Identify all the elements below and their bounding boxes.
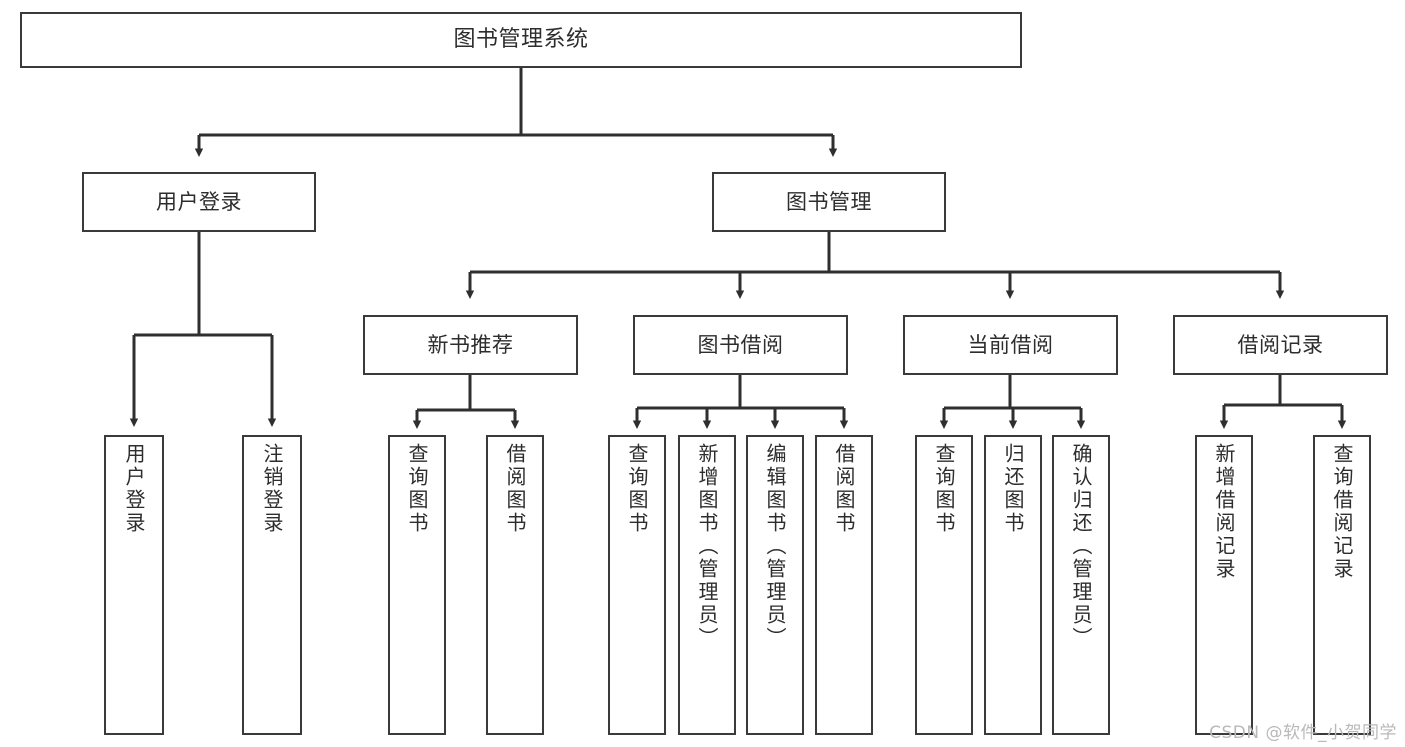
- node-leaf-confirm-return-admin[interactable]: 确认归还（管理员）: [1052, 435, 1110, 735]
- node-leaf-borrow-book[interactable]: 借阅图书: [815, 435, 873, 735]
- node-leaf-user-logout-label: 注销登录: [260, 443, 284, 535]
- node-leaf-add-book-admin[interactable]: 新增图书（管理员）: [678, 435, 736, 735]
- node-leaf-query-book-current[interactable]: 查询图书: [915, 435, 973, 735]
- node-book-borrow-label: 图书借阅: [697, 332, 784, 357]
- node-user-login[interactable]: 用户登录: [82, 172, 316, 232]
- node-borrow-record-label: 借阅记录: [1237, 332, 1324, 357]
- node-leaf-user-login-label: 用户登录: [122, 443, 146, 535]
- node-leaf-query-borrow-record-label: 查询借阅记录: [1330, 443, 1354, 581]
- node-new-book-recommend[interactable]: 新书推荐: [363, 315, 578, 375]
- node-user-login-label: 用户登录: [156, 189, 242, 214]
- node-current-borrow-label: 当前借阅: [967, 332, 1054, 357]
- node-book-management[interactable]: 图书管理: [712, 172, 946, 232]
- node-leaf-query-book[interactable]: 查询图书: [608, 435, 666, 735]
- node-root-label: 图书管理系统: [453, 27, 589, 53]
- watermark-text: CSDN @软件_小贺同学: [1209, 723, 1397, 743]
- node-leaf-query-book-label: 查询图书: [625, 443, 649, 535]
- node-leaf-user-login[interactable]: 用户登录: [104, 435, 164, 735]
- node-book-management-label: 图书管理: [786, 189, 872, 214]
- node-leaf-return-book-label: 归还图书: [1001, 443, 1025, 535]
- node-leaf-edit-book-admin[interactable]: 编辑图书（管理员）: [746, 435, 804, 735]
- node-leaf-query-book-recommend[interactable]: 查询图书: [388, 435, 446, 735]
- node-new-book-recommend-label: 新书推荐: [427, 332, 514, 357]
- node-current-borrow[interactable]: 当前借阅: [903, 315, 1118, 375]
- node-leaf-confirm-return-admin-label: 确认归还（管理员）: [1069, 443, 1093, 650]
- node-leaf-add-book-admin-label: 新增图书（管理员）: [695, 443, 719, 650]
- node-leaf-add-borrow-record[interactable]: 新增借阅记录: [1195, 435, 1253, 735]
- node-leaf-return-book[interactable]: 归还图书: [984, 435, 1042, 735]
- node-leaf-borrow-book-label: 借阅图书: [832, 443, 856, 535]
- node-leaf-query-book-current-label: 查询图书: [932, 443, 956, 535]
- node-leaf-edit-book-admin-label: 编辑图书（管理员）: [763, 443, 787, 650]
- node-leaf-query-borrow-record[interactable]: 查询借阅记录: [1313, 435, 1371, 735]
- node-leaf-borrow-book-recommend-label: 借阅图书: [503, 443, 527, 535]
- node-leaf-query-book-recommend-label: 查询图书: [405, 443, 429, 535]
- node-leaf-add-borrow-record-label: 新增借阅记录: [1212, 443, 1236, 581]
- node-root[interactable]: 图书管理系统: [20, 12, 1022, 68]
- node-leaf-user-logout[interactable]: 注销登录: [242, 435, 302, 735]
- node-book-borrow[interactable]: 图书借阅: [633, 315, 848, 375]
- node-borrow-record[interactable]: 借阅记录: [1173, 315, 1388, 375]
- node-leaf-borrow-book-recommend[interactable]: 借阅图书: [486, 435, 544, 735]
